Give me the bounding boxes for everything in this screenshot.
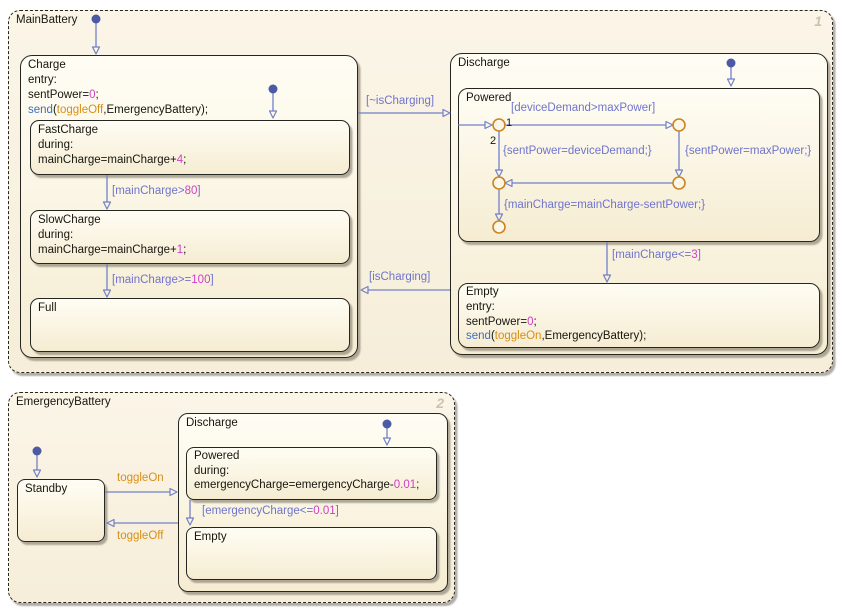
state-slowcharge[interactable]: SlowCharge during: mainCharge=mainCharge… <box>30 210 350 264</box>
slowcharge-action: mainCharge=mainCharge+1; <box>38 244 187 256</box>
charge-action-send: send(toggleOff,EmergencyBattery); <box>28 104 209 116</box>
state-title-mainbattery: MainBattery <box>16 14 78 26</box>
transition-label-maincharge-sentpower[interactable]: {mainCharge=mainCharge-sentPower;} <box>504 199 706 211</box>
powered-emergency-action: emergencyCharge=emergencyCharge-0.01; <box>194 479 420 491</box>
state-powered-emergency[interactable]: Powered during: emergencyCharge=emergenc… <box>186 447 437 500</box>
transition-label-emergencycharge[interactable]: [emergencyCharge<=0.01] <box>202 505 339 517</box>
transition-label-toggleon[interactable]: toggleOn <box>117 472 164 484</box>
subchart-number-mainbattery: 1 <box>814 13 822 29</box>
transition-label-maincharge-gt80[interactable]: [mainCharge>80] <box>112 185 201 197</box>
subchart-number-emergencybattery: 2 <box>436 395 444 411</box>
state-title-slowcharge: SlowCharge <box>38 214 101 226</box>
transition-order-2: 2 <box>490 135 497 147</box>
fastcharge-action: mainCharge=mainCharge+4; <box>38 154 187 166</box>
state-title-empty-main: Empty <box>466 286 499 298</box>
state-title-charge: Charge <box>28 59 66 71</box>
state-empty-main[interactable]: Empty entry: sentPower=0; send(toggleOn,… <box>458 283 820 348</box>
state-standby[interactable]: Standby <box>17 479 105 542</box>
state-title-discharge-main: Discharge <box>458 57 510 69</box>
empty-main-entry-label: entry: <box>466 300 495 313</box>
slowcharge-during-label: during: <box>38 229 74 241</box>
state-powered-main[interactable]: Powered <box>458 88 820 242</box>
state-title-powered-main: Powered <box>466 92 512 104</box>
state-title-emergencybattery: EmergencyBattery <box>16 396 111 408</box>
powered-emergency-during-label: during: <box>194 464 230 477</box>
transition-label-maincharge-ge100[interactable]: [mainCharge>=100] <box>112 274 214 286</box>
transition-order-1: 1 <box>506 117 513 129</box>
state-title-empty-emergency: Empty <box>194 531 227 543</box>
charge-entry-label: entry: <box>28 74 57 86</box>
fastcharge-during-label: during: <box>38 139 74 151</box>
state-full[interactable]: Full <box>30 298 350 352</box>
state-title-standby: Standby <box>25 483 68 495</box>
state-title-full: Full <box>38 302 57 314</box>
transition-label-maincharge-le3[interactable]: [mainCharge<=3] <box>612 249 701 261</box>
empty-main-action-send: send(toggleOn,EmergencyBattery); <box>466 330 647 343</box>
transition-label-is-charging[interactable]: [isCharging] <box>369 271 431 283</box>
transition-label-toggleoff[interactable]: toggleOff <box>117 530 164 542</box>
state-title-fastcharge: FastCharge <box>38 124 99 136</box>
charge-action-sentpower: sentPower=0; <box>28 89 99 101</box>
empty-main-action-sentpower: sentPower=0; <box>466 315 537 328</box>
transition-label-not-charging[interactable]: [~isCharging] <box>366 95 435 107</box>
transition-label-devicedemand[interactable]: [deviceDemand>maxPower] <box>511 102 656 114</box>
transition-label-sentpower-maxpower[interactable]: {sentPower=maxPower;} <box>685 145 812 157</box>
state-title-discharge-emergency: Discharge <box>186 417 238 429</box>
state-title-powered-emergency: Powered <box>194 450 240 462</box>
state-empty-emergency[interactable]: Empty <box>186 527 437 580</box>
transition-label-sentpower-devicedemand[interactable]: {sentPower=deviceDemand;} <box>503 145 652 157</box>
state-fastcharge[interactable]: FastCharge during: mainCharge=mainCharge… <box>30 120 350 175</box>
